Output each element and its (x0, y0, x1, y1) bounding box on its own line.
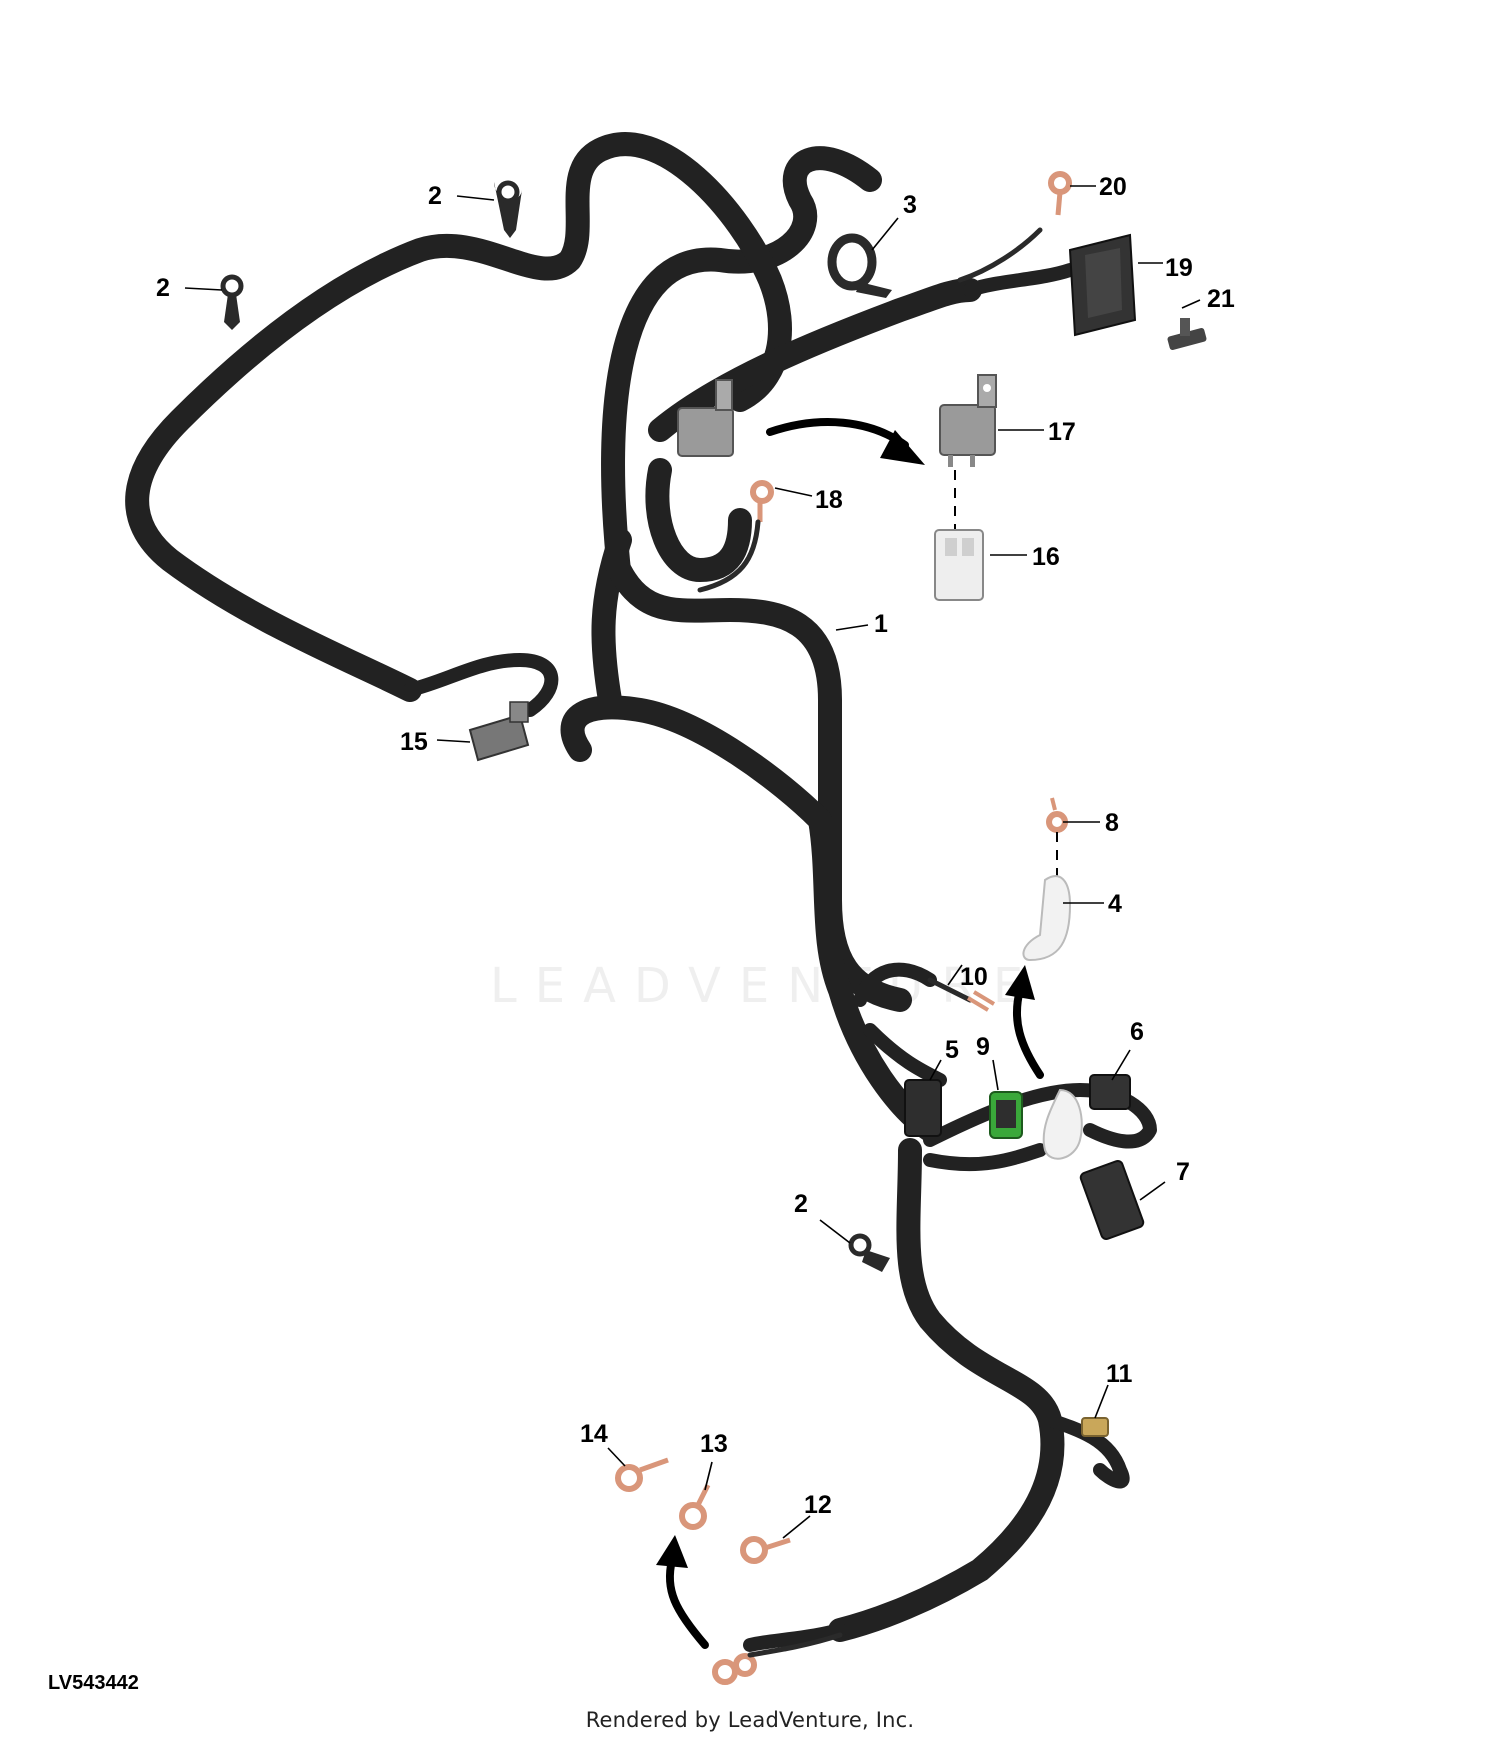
connector-9 (989, 1091, 1023, 1139)
callout-13: 13 (700, 1430, 728, 1458)
watermark-text: LEADVENTURE (490, 958, 1042, 1014)
callout-2-lower: 2 (794, 1190, 808, 1218)
callout-21: 21 (1207, 285, 1235, 313)
callout-3: 3 (903, 191, 917, 219)
ring-terminals-end (712, 1632, 843, 1685)
callouts: 1 2 2 2 3 4 5 6 7 8 9 10 11 12 13 14 15 … (156, 173, 1235, 1519)
leader-lines (184, 185, 1201, 1539)
callout-18: 18 (815, 486, 843, 514)
callout-12: 12 (804, 1491, 832, 1519)
callout-4: 4 (1108, 890, 1122, 918)
ring-terminal-12 (740, 1536, 791, 1564)
ring-terminal-13 (679, 1483, 711, 1530)
sensor-21 (1167, 318, 1207, 351)
diagram-reference-id: LV543442 (48, 1672, 139, 1694)
relay-socket-16 (934, 529, 984, 601)
callout-16: 16 (1032, 543, 1060, 571)
clip-2-top (494, 180, 522, 238)
harness-relay (677, 379, 734, 457)
connector-5 (904, 1079, 942, 1137)
ring-terminal-8 (1046, 797, 1068, 833)
ring-terminal-20 (1048, 171, 1072, 216)
connector-6 (1089, 1074, 1131, 1110)
connector-7 (1079, 1159, 1145, 1241)
callout-20: 20 (1099, 173, 1127, 201)
callout-2-top: 2 (428, 182, 442, 210)
callout-15: 15 (400, 728, 428, 756)
callout-19: 19 (1165, 254, 1193, 282)
callout-14: 14 (580, 1420, 608, 1448)
clamp-3 (827, 233, 892, 298)
boot-4 (1022, 875, 1072, 962)
callout-6: 6 (1130, 1018, 1144, 1046)
ring-terminal-14 (615, 1457, 669, 1492)
spade-terminal-10 (927, 977, 996, 1012)
main-harness (125, 132, 1157, 1652)
render-credit: Rendered by LeadVenture, Inc. (585, 1708, 915, 1732)
fuse-holder-11 (1081, 1417, 1109, 1437)
callout-11: 11 (1106, 1360, 1133, 1388)
callout-7: 7 (1176, 1158, 1190, 1186)
callout-9: 9 (976, 1033, 990, 1061)
callout-2-left: 2 (156, 274, 170, 302)
boot-lower (1042, 1088, 1083, 1160)
ring-terminal-18 (697, 480, 774, 593)
callout-1: 1 (874, 610, 888, 638)
connector-15 (468, 701, 530, 762)
arrows (656, 418, 1044, 1649)
callout-17: 17 (1048, 418, 1076, 446)
connector-19 (1068, 233, 1137, 337)
relay-17 (939, 374, 997, 467)
callout-8: 8 (1105, 809, 1119, 837)
clip-2-left (220, 274, 244, 330)
clip-2-lower (848, 1233, 890, 1272)
callout-5: 5 (945, 1036, 959, 1064)
callout-10: 10 (960, 963, 988, 991)
